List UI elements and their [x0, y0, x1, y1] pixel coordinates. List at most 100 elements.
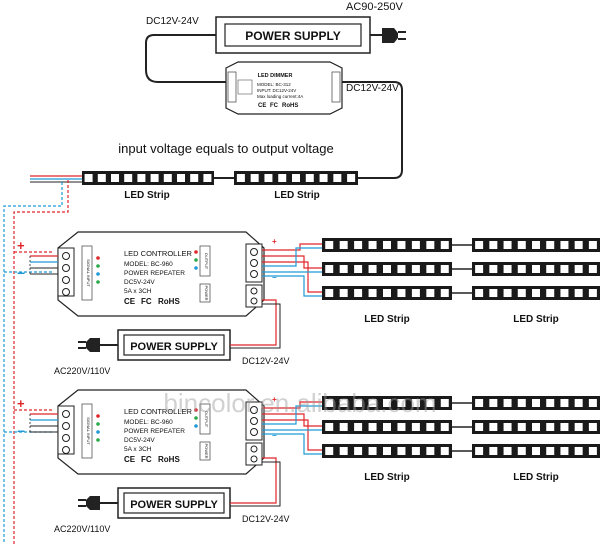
block1-model: MODEL: BC-960 [124, 261, 173, 268]
led-chip [475, 423, 484, 431]
svg-text:+: + [272, 237, 277, 246]
led-chip [503, 241, 512, 249]
block1-strip-label-2: LED Strip [513, 314, 559, 325]
block1-led-strips [322, 238, 600, 300]
block2-strip-label-2: LED Strip [513, 472, 559, 483]
dimmer-ce-mark: CE [258, 103, 266, 109]
block2-plus-sign: + [17, 396, 25, 411]
block2-output-label: OUTPUT [204, 411, 209, 428]
led-chip [354, 447, 363, 455]
top-led-strip-1 [82, 171, 214, 185]
block2-model: MODEL: BC-960 [124, 419, 173, 426]
led-chip [325, 399, 334, 407]
top-led-strip-2 [234, 171, 358, 185]
block2-cert-marks: CE FC RoHS [124, 455, 180, 464]
b2-strips-right-1 [472, 420, 600, 434]
block1-dc-label: DC12V-24V [242, 356, 290, 366]
led-chip [368, 423, 377, 431]
led-chip [339, 289, 348, 297]
block1-ps-wire-black [230, 303, 281, 349]
led-chip [517, 423, 526, 431]
led-chip [426, 399, 435, 407]
led-chip [532, 241, 540, 249]
led-chip [574, 399, 583, 407]
block2-strip-label-1: LED Strip [364, 472, 410, 483]
block2-minus-sign: − [17, 423, 25, 439]
led-chip [137, 174, 146, 182]
block1-output-label: OUTPUT [204, 253, 209, 270]
block1-current: 5A x 3CH [124, 288, 152, 295]
block1-repeater: POWER REPEATER [124, 270, 185, 277]
b1-strips-left-0 [322, 238, 452, 252]
b1-strips-right-1 [472, 262, 600, 276]
led-chip [383, 447, 391, 455]
led-chip [383, 423, 391, 431]
led-chip [560, 399, 569, 407]
led-chip [368, 399, 377, 407]
led-chip [325, 447, 334, 455]
led-chip [503, 423, 512, 431]
block2-ps-wire-red [230, 457, 277, 504]
block1-plus-sign: + [17, 238, 25, 253]
led-chip [354, 423, 363, 431]
led-chip [368, 289, 377, 297]
led-chip [574, 447, 583, 455]
top-wire-dimmer-to-strip [342, 81, 403, 179]
led-chip [532, 265, 540, 273]
led-chip [190, 174, 199, 182]
top-power-supply: POWER SUPPLY [215, 16, 371, 54]
led-chip [411, 399, 420, 407]
top-ac-plug-icon [370, 28, 406, 43]
svg-text:−: − [272, 431, 277, 440]
led-chip [84, 174, 93, 182]
dimmer-rohs-mark: RoHS [282, 103, 298, 109]
led-chip [546, 289, 555, 297]
led-chip [203, 174, 212, 182]
led-chip [574, 289, 583, 297]
block1-minus-sign: − [17, 265, 25, 281]
led-chip [250, 174, 259, 182]
led-chip [278, 174, 287, 182]
block2-power-supply: POWER SUPPLY [117, 487, 231, 519]
led-chip [411, 423, 420, 431]
led-chip [475, 265, 484, 273]
top-ac-label: AC90-250V [346, 1, 404, 13]
block1-rohs-mark: RoHS [158, 297, 180, 306]
led-chip [489, 241, 498, 249]
top-power-supply-label: POWER SUPPLY [245, 29, 341, 43]
led-chip [475, 241, 484, 249]
b1-strips-right-2 [472, 286, 600, 300]
top-strip-label-2: LED Strip [274, 190, 320, 201]
led-chip [397, 447, 406, 455]
block2-power-label: POWER [204, 443, 209, 458]
led-chip [517, 289, 526, 297]
led-chip [440, 241, 449, 249]
led-chip [546, 241, 555, 249]
block2-rohs-mark: RoHS [158, 455, 180, 464]
led-chip [305, 174, 314, 182]
dimmer-model: MODEL: BC-312 [257, 82, 291, 87]
led-chip [397, 265, 406, 273]
led-chip [588, 289, 597, 297]
led-chip [177, 174, 185, 182]
led-chip [489, 423, 498, 431]
b2-strips-right-2 [472, 444, 600, 458]
led-chip [517, 399, 526, 407]
led-chip [503, 399, 512, 407]
block2-dc-label: DC12V-24V [242, 514, 290, 524]
block1-strip-label-1: LED Strip [364, 314, 410, 325]
led-chip [354, 241, 363, 249]
led-chip [489, 447, 498, 455]
led-chip [163, 174, 172, 182]
led-chip [150, 174, 159, 182]
block2-signal-input-label: SIGNAL INPUT [86, 417, 91, 445]
watermark-text: bincolor.en.alibaba.com [163, 388, 436, 418]
block2-ac-plug-icon [78, 496, 118, 510]
dimmer-loading: Max loading current:4A [257, 94, 303, 99]
led-chip [475, 447, 484, 455]
block2-fc-mark: FC [141, 455, 152, 464]
led-chip [325, 289, 334, 297]
led-chip [475, 399, 484, 407]
led-chip [368, 265, 377, 273]
led-chip [339, 265, 348, 273]
